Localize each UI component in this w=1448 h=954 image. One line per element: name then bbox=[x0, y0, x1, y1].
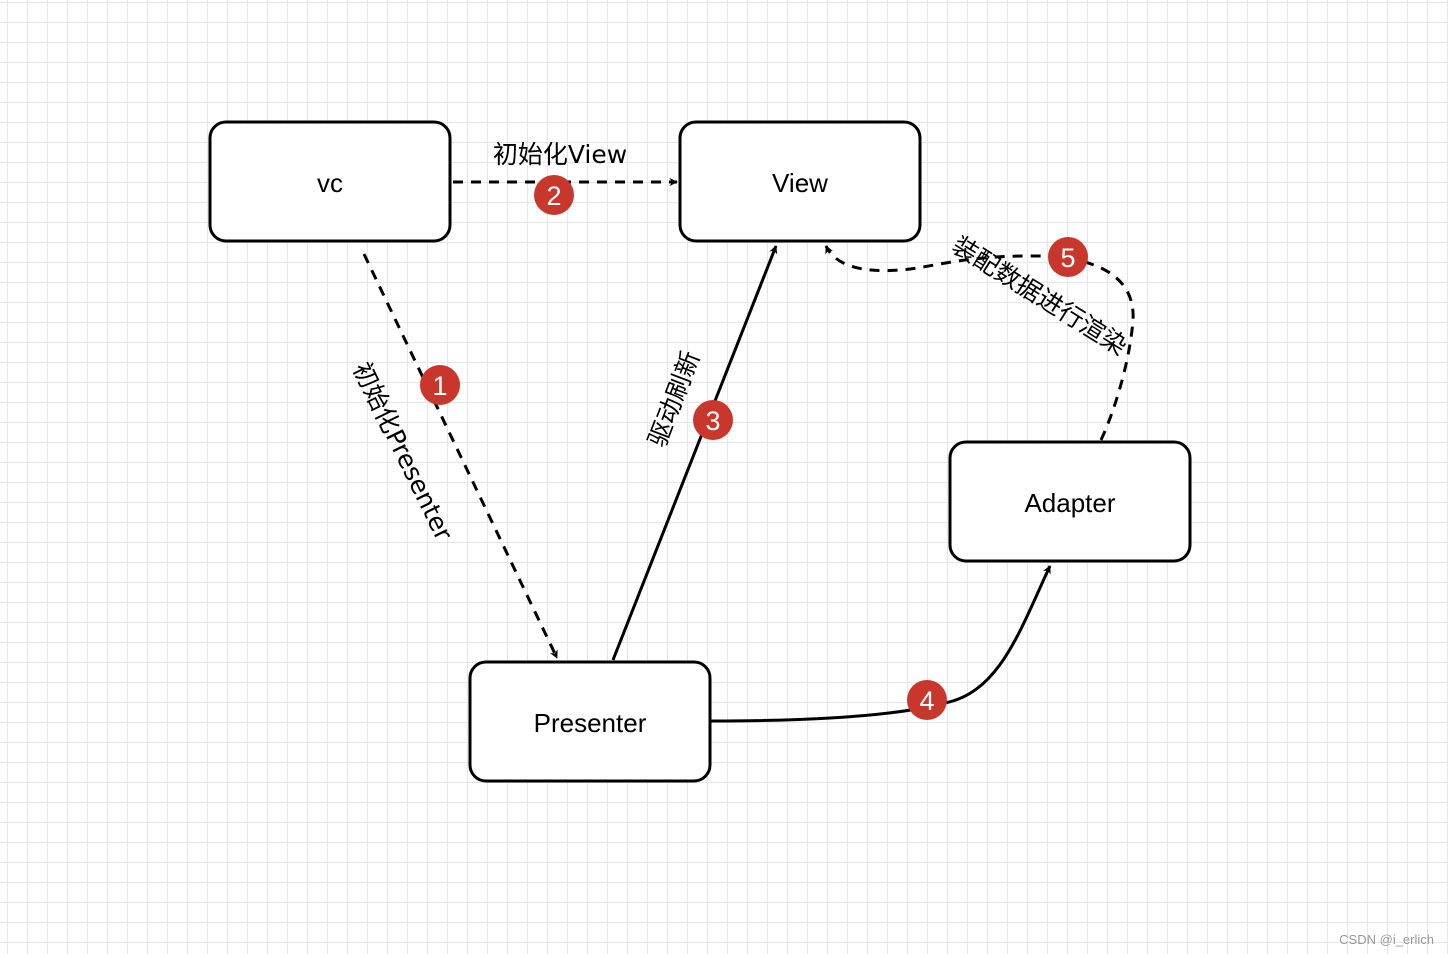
svg-text:5: 5 bbox=[1060, 243, 1075, 273]
node-view[interactable]: View bbox=[678, 120, 922, 243]
watermark: CSDN @i_erlich bbox=[1339, 932, 1434, 947]
edge-label-assemble-render: 装配数据进行渲染 bbox=[947, 230, 1132, 361]
badge-step-5: 5 bbox=[1048, 237, 1088, 277]
badge-step-1: 1 bbox=[420, 365, 460, 405]
node-presenter-label: Presenter bbox=[534, 708, 647, 738]
edge-vc-to-presenter[interactable] bbox=[362, 253, 559, 659]
edge-label-init-view: 初始化View bbox=[493, 140, 627, 169]
node-view-label: View bbox=[772, 168, 828, 198]
svg-text:2: 2 bbox=[546, 181, 561, 211]
svg-text:1: 1 bbox=[432, 371, 447, 401]
badge-step-2: 2 bbox=[534, 175, 574, 215]
edge-presenter-to-view[interactable] bbox=[611, 245, 778, 661]
node-presenter[interactable]: Presenter bbox=[468, 660, 712, 783]
badge-step-4: 4 bbox=[907, 680, 947, 720]
node-vc-label: vc bbox=[317, 168, 343, 198]
edge-label-drive-refresh: 驱动刷新 bbox=[643, 347, 706, 451]
svg-text:4: 4 bbox=[919, 686, 934, 716]
svg-text:3: 3 bbox=[705, 406, 720, 436]
badge-step-3: 3 bbox=[693, 400, 733, 440]
node-vc[interactable]: vc bbox=[208, 120, 452, 243]
edge-adapter-to-view[interactable] bbox=[824, 245, 1135, 441]
edge-presenter-to-adapter[interactable] bbox=[710, 565, 1052, 723]
node-adapter-label: Adapter bbox=[1024, 488, 1115, 518]
node-adapter[interactable]: Adapter bbox=[948, 440, 1192, 563]
